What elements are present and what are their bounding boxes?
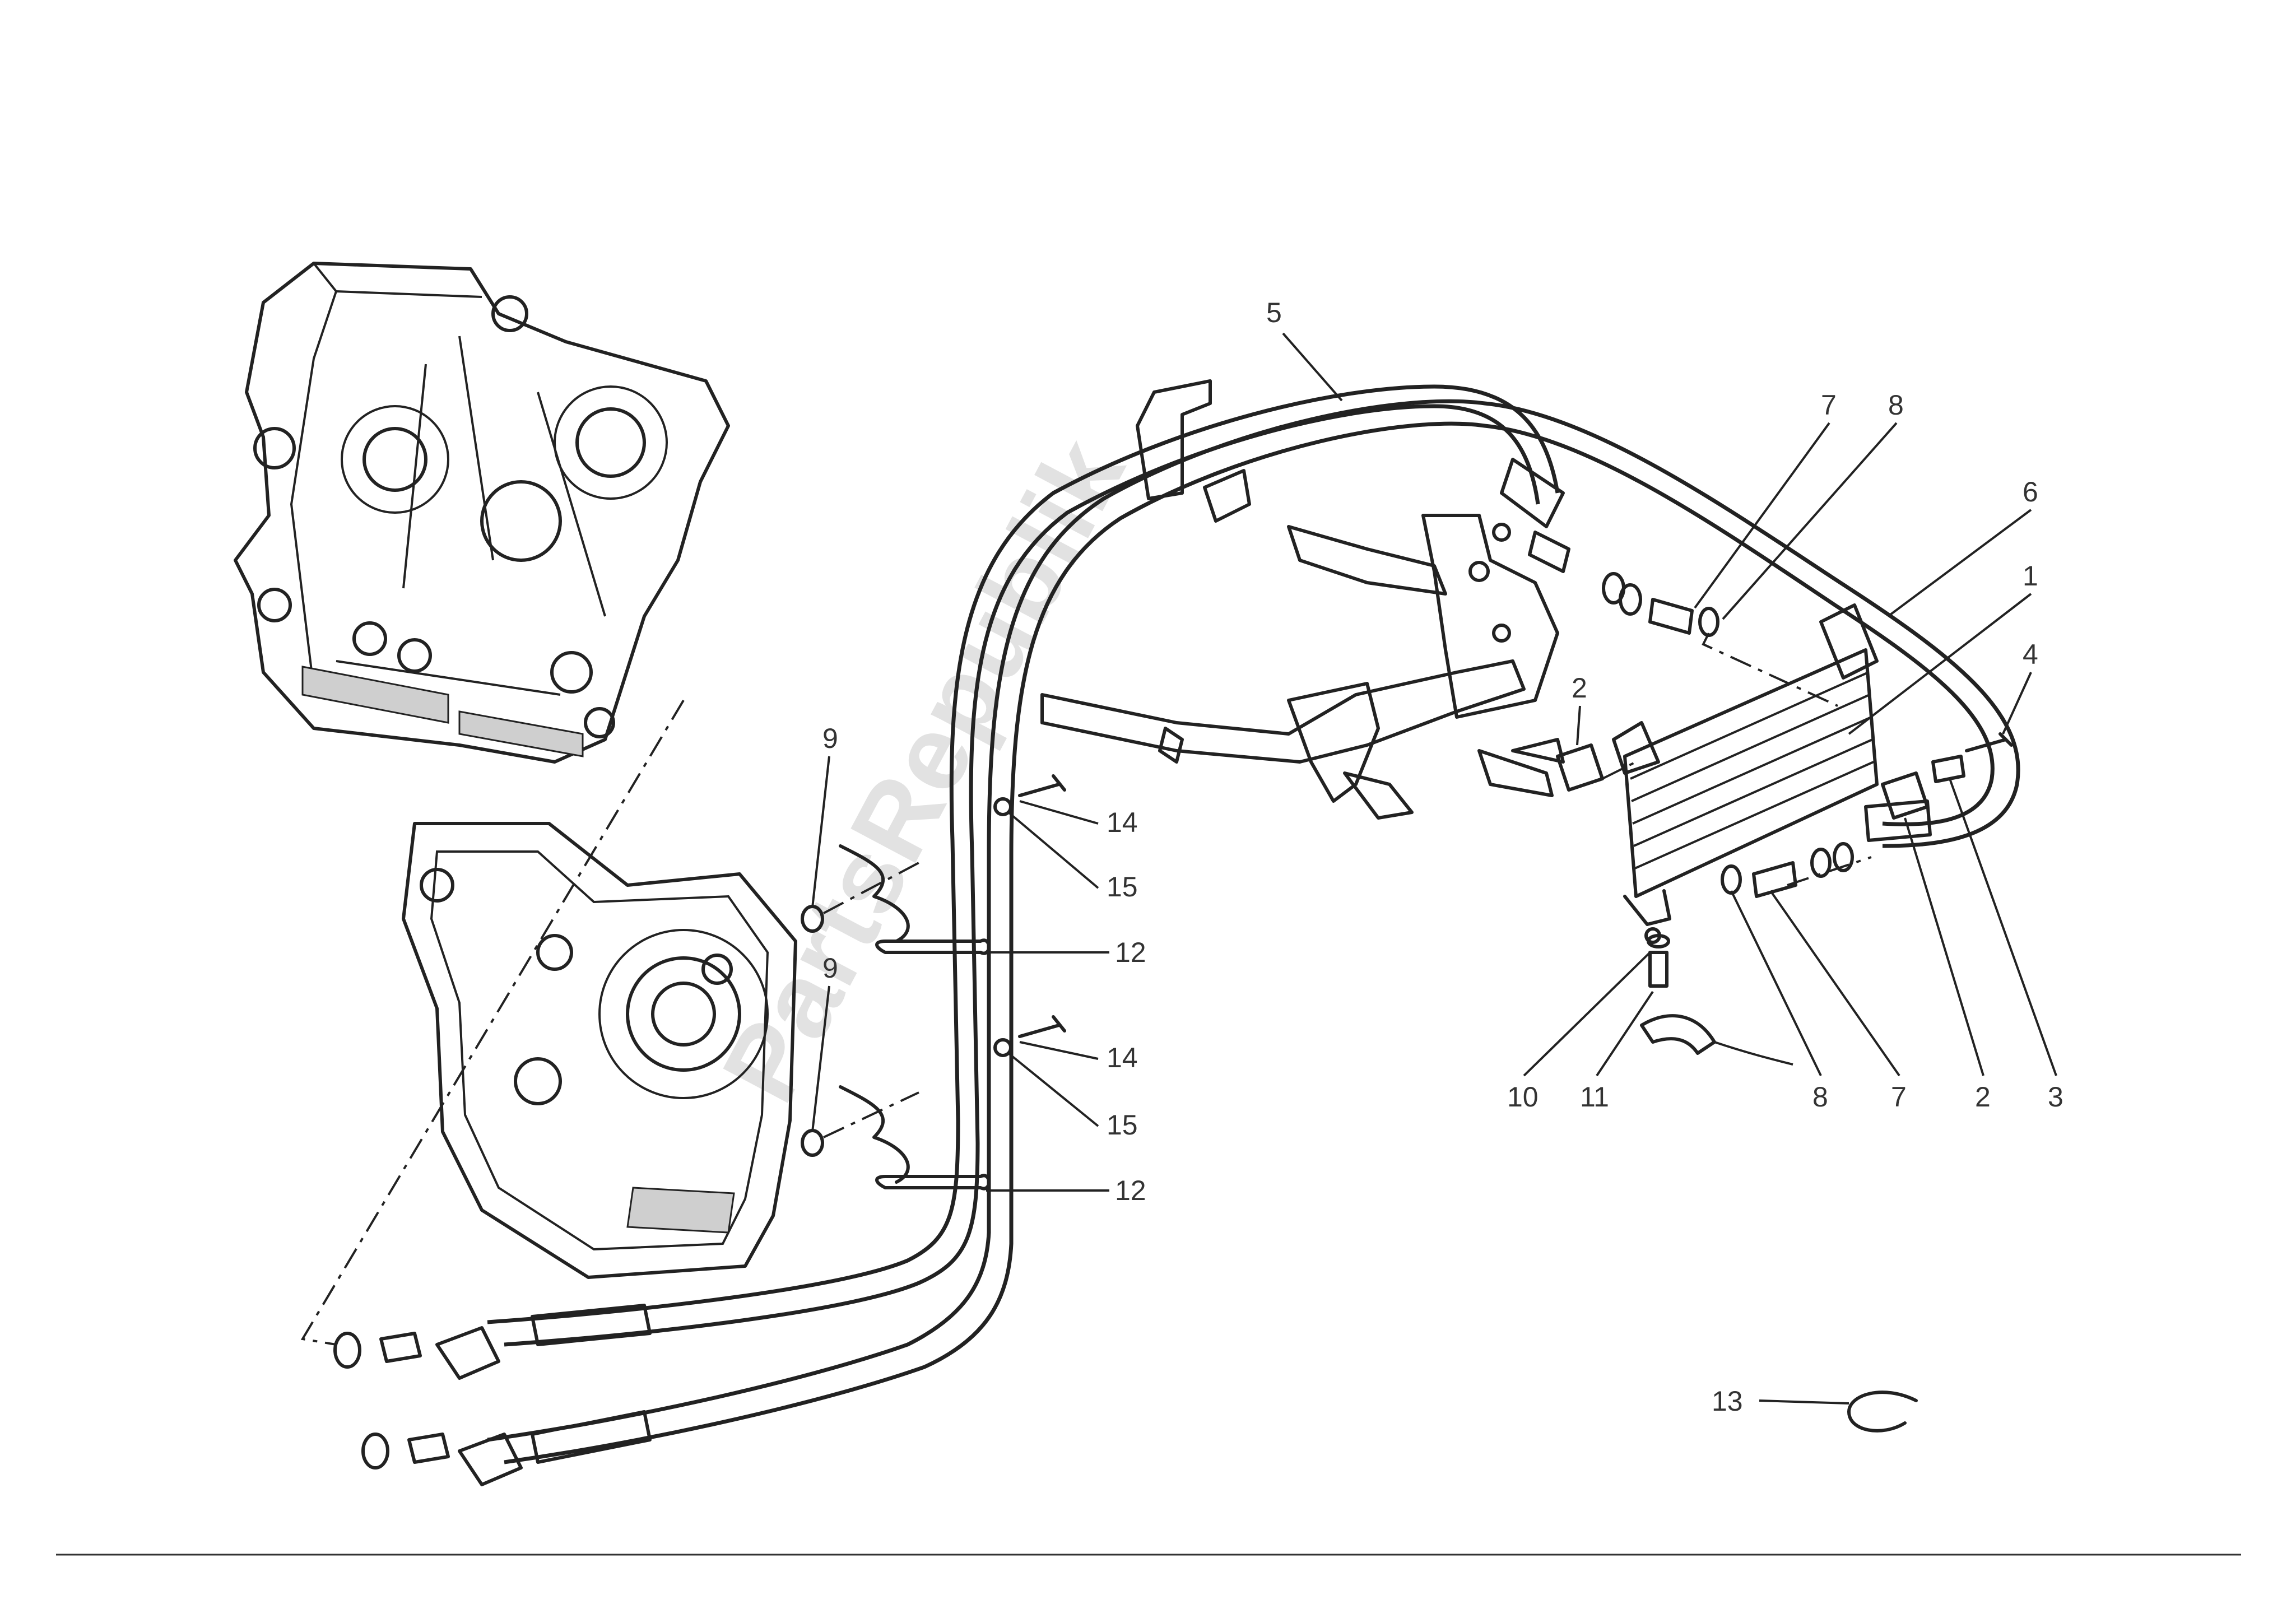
callout-11: 11 xyxy=(1580,1081,1609,1113)
assembly-line-crankcase xyxy=(300,699,685,1346)
callout-9-lower: 9 xyxy=(822,952,838,984)
leader-lines xyxy=(811,332,2057,1405)
callout-15-lower: 15 xyxy=(1107,1109,1138,1141)
callout-14-upper: 14 xyxy=(1107,807,1138,838)
hose-clips-and-screws xyxy=(801,774,1066,1190)
callout-8-lower: 8 xyxy=(1812,1081,1828,1113)
callout-9-upper: 9 xyxy=(822,723,838,754)
crankcase-cover-illustration xyxy=(402,822,797,1279)
callout-3: 3 xyxy=(2048,1081,2063,1113)
callout-15-upper: 15 xyxy=(1107,871,1138,903)
oil-cooler-illustration xyxy=(1612,603,1879,944)
callout-5: 5 xyxy=(1266,297,1282,328)
callout-12-lower: 12 xyxy=(1115,1175,1146,1206)
callout-12-upper: 12 xyxy=(1115,937,1146,968)
lower-unions-left xyxy=(333,1332,450,1469)
crankcase-upper-illustration xyxy=(234,262,730,764)
callout-2-upper: 2 xyxy=(1572,672,1587,704)
callout-labels: 5 7 8 6 1 4 2 9 14 15 12 9 14 15 12 10 1… xyxy=(822,297,2063,1417)
callout-2-lower: 2 xyxy=(1975,1081,1991,1113)
oil-hose-assembly xyxy=(435,384,2020,1486)
callout-7-upper: 7 xyxy=(1821,389,1837,421)
callout-6: 6 xyxy=(2023,476,2038,508)
callout-13: 13 xyxy=(1712,1385,1743,1417)
callout-8-upper: 8 xyxy=(1888,389,1904,421)
frame-bracket-illustration xyxy=(1040,379,1565,820)
callout-14-lower: 14 xyxy=(1107,1042,1138,1073)
callout-4: 4 xyxy=(2023,639,2038,670)
callout-1: 1 xyxy=(2023,560,2038,592)
callout-10: 10 xyxy=(1507,1081,1539,1113)
callout-7-lower: 7 xyxy=(1891,1081,1907,1113)
circlip-illustration xyxy=(1847,1391,1918,1433)
